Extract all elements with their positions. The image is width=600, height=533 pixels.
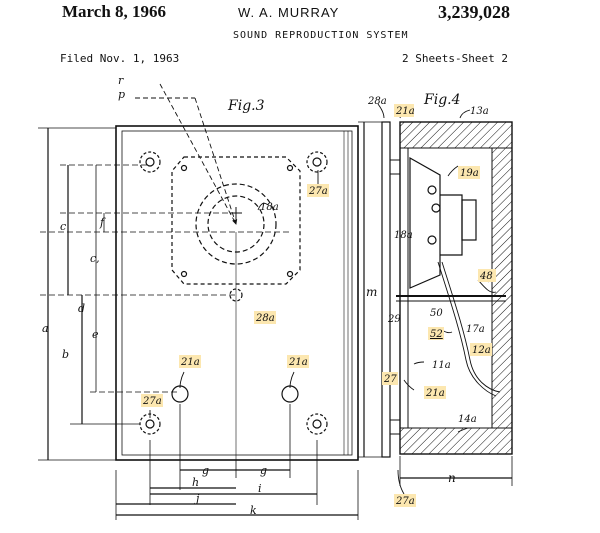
highlights [141, 104, 496, 507]
label-g-right: g [260, 464, 267, 477]
label-k: k [250, 504, 257, 517]
patent-number: 3,239,028 [438, 2, 510, 22]
ref-17a: 17a [466, 324, 485, 335]
ref-50: 50 [430, 308, 443, 319]
label-b: b [62, 348, 69, 361]
ref-52: 52 [430, 329, 443, 340]
patent-date: March 8, 1966 [62, 2, 167, 21]
sheet-count: 2 Sheets-Sheet 2 [402, 52, 508, 65]
ref-48: 48 [479, 271, 493, 282]
ref-27a-top-right: 27a [308, 186, 328, 197]
ref-13a: 13a [470, 106, 489, 117]
ref-14a: 14a [458, 414, 477, 425]
label-c1: c, [90, 252, 100, 265]
ref-27a-bottom-left: 27a [142, 396, 162, 407]
ref-18a-fig4: 18a [394, 230, 413, 241]
ref-18a-fig3: 18a [260, 202, 279, 213]
ref-28a-fig4: 28a [367, 96, 387, 107]
filed-date: Filed Nov. 1, 1963 [60, 52, 180, 65]
ref-21a-bottom: 21a [425, 388, 445, 399]
label-e: e [92, 328, 99, 341]
label-n: n [448, 471, 456, 485]
label-i: i [258, 482, 262, 495]
ref-21a-right: 21a [288, 357, 308, 368]
patent-title: SOUND REPRODUCTION SYSTEM [233, 30, 409, 41]
inventor-name: W. A. MURRAY [238, 5, 340, 20]
ref-21a-top: 21a [395, 106, 415, 117]
label-p: p [118, 88, 125, 101]
ref-12a: 12a [472, 345, 491, 356]
ref-11a: 11a [432, 360, 451, 371]
ref-21a-left: 21a [180, 357, 200, 368]
fig3-drawing [38, 83, 359, 520]
ref-19a: 19a [460, 168, 479, 179]
label-m: m [366, 285, 377, 299]
label-r: r [118, 74, 124, 87]
ref-29: 29 [387, 314, 401, 325]
label-d: d [78, 302, 85, 315]
label-a: a [42, 322, 49, 335]
fig4-caption: Fig.4 [423, 92, 461, 108]
ref-27a-bottom: 27a [395, 496, 415, 507]
label-c: c [60, 220, 66, 233]
label-g-left: g [202, 464, 209, 477]
ref-28a-fig3: 28a [255, 313, 275, 324]
label-h: h [192, 476, 199, 489]
label-f: f [99, 216, 106, 229]
fig3-caption: Fig.3 [227, 98, 265, 114]
label-j: j [193, 492, 200, 505]
fig4-drawing [358, 103, 513, 495]
ref-27: 27 [383, 374, 397, 385]
